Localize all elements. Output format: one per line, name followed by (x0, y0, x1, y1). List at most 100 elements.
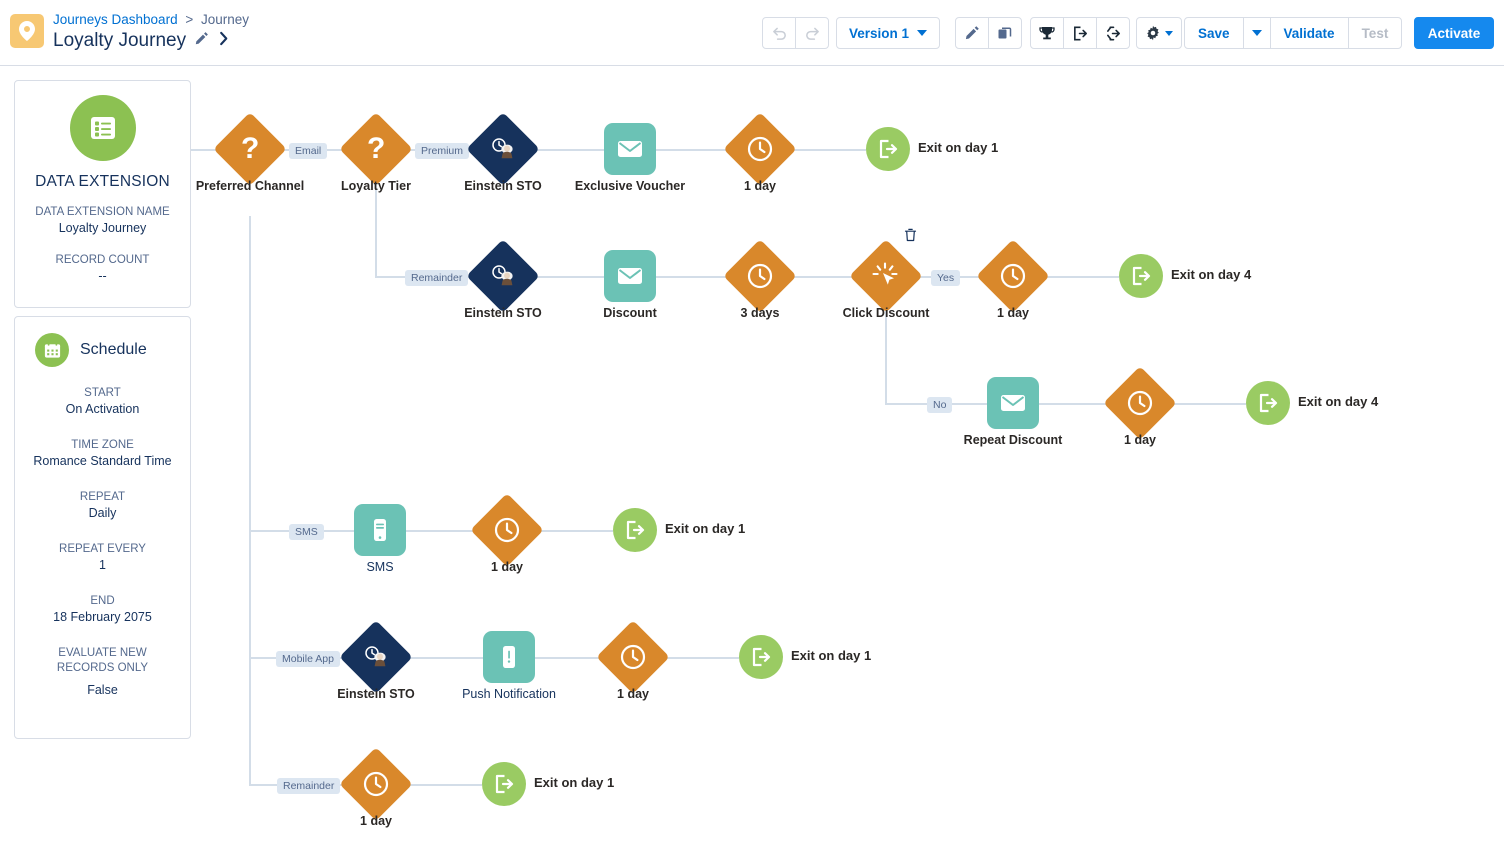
node-exit-day1-a[interactable]: Exit on day 1 (866, 127, 998, 171)
node-click-discount[interactable]: Click Discount (843, 228, 929, 320)
field-start: START On Activation (15, 386, 190, 418)
connector (656, 276, 734, 278)
field-key: DATA EXTENSION NAME (35, 206, 170, 218)
node-sms[interactable]: SMS (354, 504, 406, 574)
connector (529, 149, 604, 151)
field-value: On Activation (65, 402, 140, 416)
save-dropdown-button[interactable] (1242, 17, 1271, 49)
redo-icon[interactable] (795, 17, 829, 49)
node-exit-day1-c[interactable]: Exit on day 1 (739, 635, 871, 679)
node-einstein-sto-2[interactable]: Einstein STO (464, 239, 542, 320)
node-label: SMS (366, 560, 394, 574)
connector (786, 149, 866, 151)
node-label: Repeat Discount (963, 433, 1063, 447)
journey-settings-group (1030, 17, 1130, 49)
save-button[interactable]: Save (1184, 17, 1244, 49)
chevron-right-icon[interactable] (217, 31, 230, 51)
connector (249, 216, 251, 784)
version-selector[interactable]: Version 1 (836, 17, 941, 49)
node-einstein-sto-3[interactable]: Einstein STO (337, 620, 415, 701)
node-preferred-channel[interactable]: ? Preferred Channel (196, 112, 304, 193)
exit-label: Exit on day 1 (791, 648, 872, 663)
node-wait-1day-c[interactable]: 1 day (1103, 366, 1177, 447)
wait-clock-icon (723, 239, 797, 313)
node-wait-1day-f[interactable]: 1 day (339, 747, 413, 828)
node-repeat-discount[interactable]: Repeat Discount (964, 377, 1062, 447)
node-label: Einstein STO (337, 687, 415, 701)
node-label: Loyalty Tier (341, 179, 411, 193)
chevron-down-icon (1251, 30, 1262, 36)
connector (406, 530, 481, 532)
path-label-email: Email (289, 143, 328, 159)
trophy-icon[interactable] (1030, 17, 1064, 49)
connector (1166, 403, 1246, 405)
node-wait-1day-e[interactable]: 1 day (596, 620, 670, 701)
field-value: Daily (88, 506, 117, 520)
path-label-premium: Premium (415, 143, 470, 159)
email-icon (604, 123, 656, 175)
pencil-icon[interactable] (955, 17, 989, 49)
schedule-title: Schedule (80, 341, 147, 358)
calendar-icon (35, 333, 69, 367)
node-wait-3days[interactable]: 3 days (723, 239, 797, 320)
exit-label: Exit on day 1 (534, 775, 615, 790)
journey-canvas[interactable]: DATA EXTENSION DATA EXTENSION NAME Loyal… (0, 66, 1504, 846)
breadcrumb-root[interactable]: Journeys Dashboard (53, 12, 178, 27)
location-pin-icon (10, 14, 44, 48)
breadcrumb-current: Journey (201, 12, 250, 27)
exit-criteria-icon[interactable] (1063, 17, 1097, 49)
node-einstein-sto-1[interactable]: Einstein STO (464, 112, 542, 193)
connector (786, 276, 856, 278)
exit-icon (482, 762, 526, 806)
wait-clock-icon (723, 112, 797, 186)
node-exit-day1-b[interactable]: Exit on day 1 (613, 508, 745, 552)
node-exit-day4-a[interactable]: Exit on day 4 (1119, 254, 1251, 298)
validate-button[interactable]: Validate (1269, 17, 1349, 49)
node-exclusive-voucher[interactable]: Exclusive Voucher (575, 123, 685, 193)
field-evaluate-new-records-only: EVALUATE NEW RECORDS ONLY False (15, 646, 190, 699)
app-header: Journeys Dashboard > Journey Loyalty Jou… (0, 0, 1504, 66)
exit-icon (613, 508, 657, 552)
connector (533, 530, 613, 532)
exit-icon (739, 635, 783, 679)
connector (535, 657, 606, 659)
gear-icon[interactable] (1136, 17, 1182, 49)
node-wait-1day-a[interactable]: 1 day (723, 112, 797, 193)
pencil-icon[interactable] (194, 31, 209, 51)
node-wait-1day-d[interactable]: 1 day (470, 493, 544, 574)
node-label: Einstein STO (464, 179, 542, 193)
exit-icon (866, 127, 910, 171)
breadcrumb[interactable]: Journeys Dashboard > Journey (53, 12, 249, 27)
activate-button[interactable]: Activate (1414, 17, 1494, 49)
node-push-notification[interactable]: Push Notification (462, 631, 556, 701)
copy-icon[interactable] (988, 17, 1022, 49)
connector (402, 657, 483, 659)
email-icon (987, 377, 1039, 429)
node-discount[interactable]: Discount (603, 250, 657, 320)
sms-phone-icon (354, 504, 406, 556)
field-key: TIME ZONE (71, 439, 134, 451)
field-key: REPEAT (79, 491, 126, 503)
test-button[interactable]: Test (1347, 17, 1403, 49)
node-label: Discount (603, 306, 657, 320)
settings-menu[interactable] (1136, 17, 1182, 49)
connector (1039, 276, 1119, 278)
trash-icon[interactable] (904, 228, 917, 247)
node-exit-day1-d[interactable]: Exit on day 1 (482, 762, 614, 806)
node-loyalty-tier[interactable]: ? Loyalty Tier (339, 112, 413, 193)
node-label: 1 day (360, 814, 392, 828)
version-selector-button[interactable]: Version 1 (836, 17, 941, 49)
field-key: END (90, 595, 115, 607)
data-extension-card[interactable]: DATA EXTENSION DATA EXTENSION NAME Loyal… (14, 80, 191, 308)
node-label: Exclusive Voucher (574, 179, 686, 193)
field-key: EVALUATE NEW RECORDS ONLY (56, 647, 149, 674)
undo-icon[interactable] (762, 17, 796, 49)
node-exit-day4-b[interactable]: Exit on day 4 (1246, 381, 1378, 425)
reentry-icon[interactable] (1096, 17, 1130, 49)
schedule-card[interactable]: Schedule START On Activation TIME ZONE R… (14, 316, 191, 739)
node-wait-1day-b[interactable]: 1 day (976, 239, 1050, 320)
connector (659, 657, 739, 659)
wait-clock-icon (596, 620, 670, 694)
field-repeat-every: REPEAT EVERY 1 (15, 542, 190, 574)
field-time-zone: TIME ZONE Romance Standard Time (15, 438, 190, 470)
